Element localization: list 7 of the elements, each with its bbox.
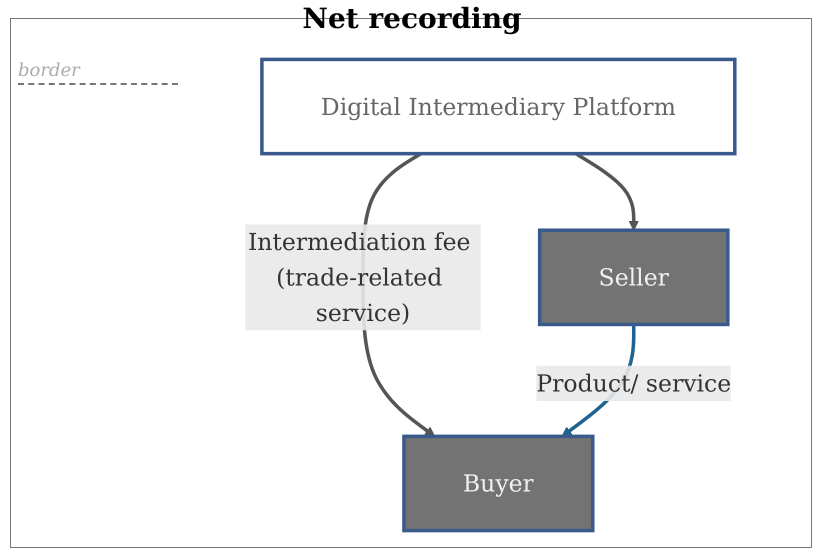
node-box: Digital Intermediary Platform — [260, 58, 737, 156]
edge-label: Product/ service — [536, 369, 732, 398]
edge-label: Intermediation fee (trade-related service) — [248, 228, 470, 327]
node-box: Seller — [538, 228, 730, 326]
diagram-title: Net recording — [301, 2, 523, 35]
node-box: Buyer — [402, 434, 595, 532]
border-label: border — [18, 60, 178, 85]
